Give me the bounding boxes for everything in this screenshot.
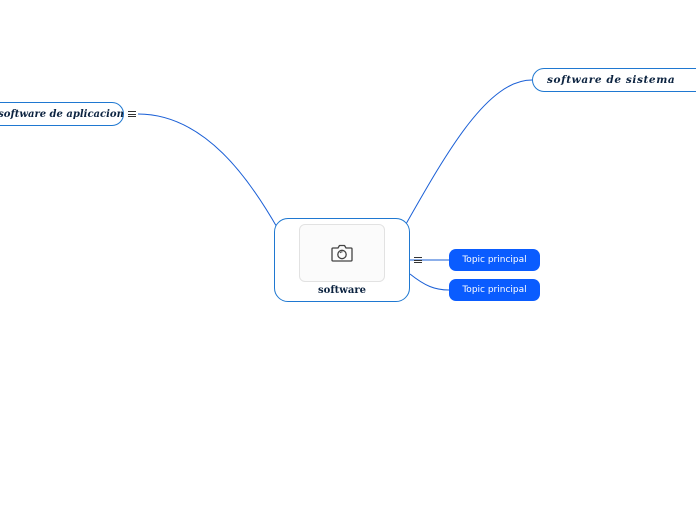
image-placeholder[interactable]	[299, 224, 385, 282]
connector-aplicacion	[137, 113, 279, 230]
connector-sistema	[405, 79, 533, 225]
topic-label: Topic principal	[462, 255, 527, 265]
central-topic-software[interactable]: software	[274, 218, 410, 302]
central-topic-label: software	[318, 285, 366, 296]
topic-software-de-sistema[interactable]: software de sistema	[532, 68, 696, 92]
topic-label: software de aplicacion	[0, 108, 124, 120]
topic-label: Topic principal	[462, 285, 527, 295]
collapse-menu-icon[interactable]	[414, 256, 422, 264]
topic-principal-1[interactable]: Topic principal	[449, 249, 540, 271]
camera-icon	[331, 244, 353, 262]
topic-principal-2[interactable]: Topic principal	[449, 279, 540, 301]
collapse-menu-icon[interactable]	[128, 110, 136, 118]
topic-software-de-aplicacion[interactable]: software de aplicacion	[0, 102, 124, 126]
connector-topic-2	[409, 273, 450, 291]
topic-label: software de sistema	[547, 74, 676, 86]
